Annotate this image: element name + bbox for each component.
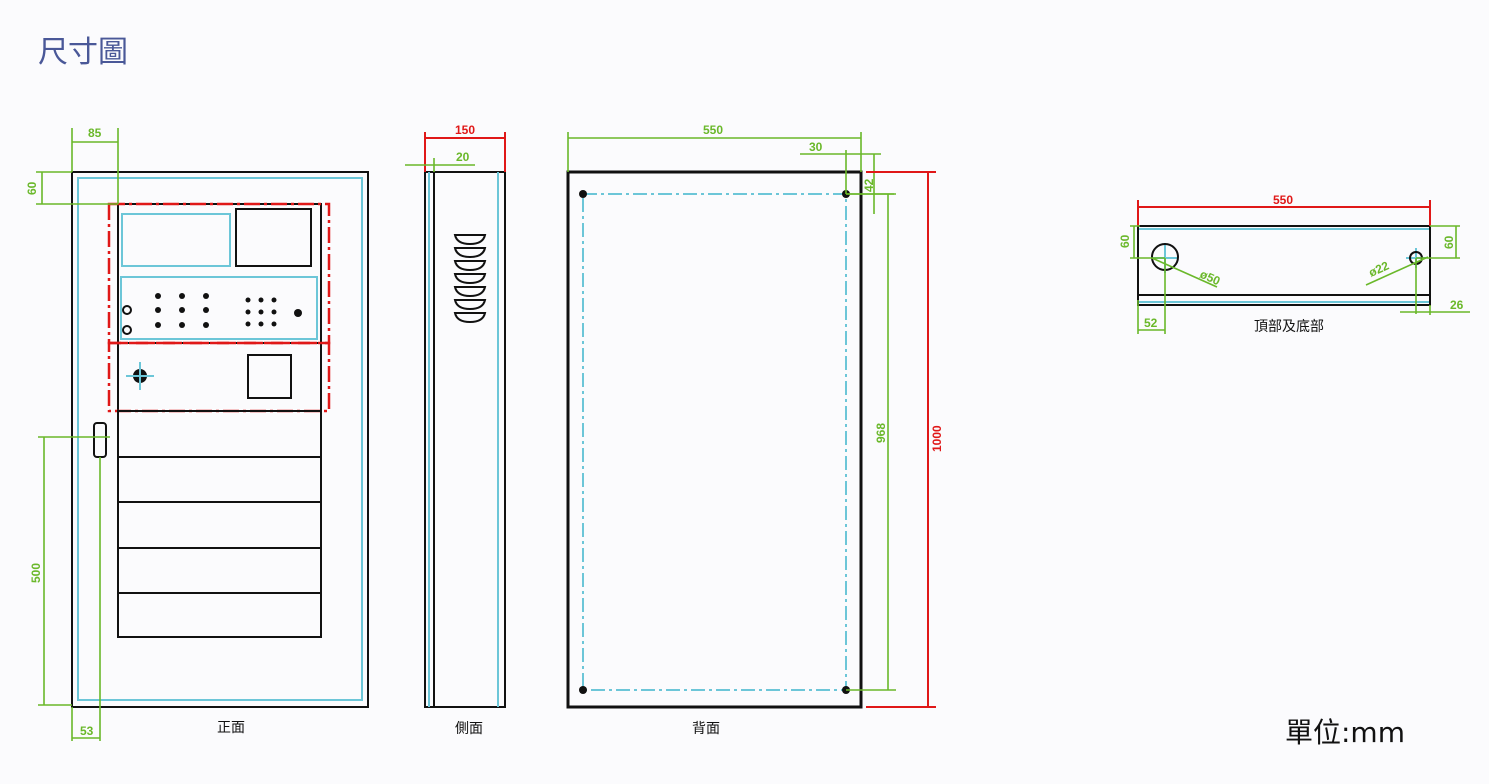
front-view: 85 60 500 53 正面 xyxy=(25,126,369,741)
side-view: 150 20 側面 xyxy=(405,123,506,737)
dim-52: 52 xyxy=(1144,316,1158,330)
lock-icon xyxy=(126,362,154,390)
dim-85: 85 xyxy=(88,126,102,140)
dim-26: 26 xyxy=(1450,298,1464,312)
page-title: 尺寸圖 xyxy=(38,35,128,70)
display-screen xyxy=(235,208,312,267)
unit-label: 單位:mm xyxy=(1285,716,1405,749)
dim-500: 500 xyxy=(29,563,43,583)
dim-1000: 1000 xyxy=(930,425,944,452)
side-view-label: 側面 xyxy=(455,721,483,737)
dim-60: 60 xyxy=(25,181,39,195)
top-bottom-view: 550 60 60 ø50 ø22 52 26 頂部及底部 xyxy=(1118,193,1470,335)
back-view: 550 30 42 968 1000 背面 xyxy=(566,123,944,737)
dim-30: 30 xyxy=(809,140,823,154)
dim-20: 20 xyxy=(456,150,470,164)
keypad-buttons xyxy=(155,293,302,328)
dim-phi50: ø50 xyxy=(1198,267,1223,288)
mounting-holes xyxy=(579,190,850,694)
dim-top-60-left: 60 xyxy=(1118,234,1132,248)
dim-42: 42 xyxy=(862,178,876,192)
dim-53: 53 xyxy=(80,724,94,738)
dim-550: 550 xyxy=(703,123,723,137)
door-handle xyxy=(93,422,107,458)
drawers xyxy=(117,410,322,638)
dim-top-550: 550 xyxy=(1273,193,1293,207)
panel-window xyxy=(247,354,292,399)
dim-top-60-right: 60 xyxy=(1442,235,1456,249)
dim-150: 150 xyxy=(455,123,475,137)
back-view-label: 背面 xyxy=(692,721,720,737)
dim-phi22: ø22 xyxy=(1367,258,1392,279)
top-view-label: 頂部及底部 xyxy=(1254,319,1324,335)
vent-slots xyxy=(453,234,487,324)
dim-968: 968 xyxy=(874,423,888,443)
front-view-label: 正面 xyxy=(217,720,245,736)
